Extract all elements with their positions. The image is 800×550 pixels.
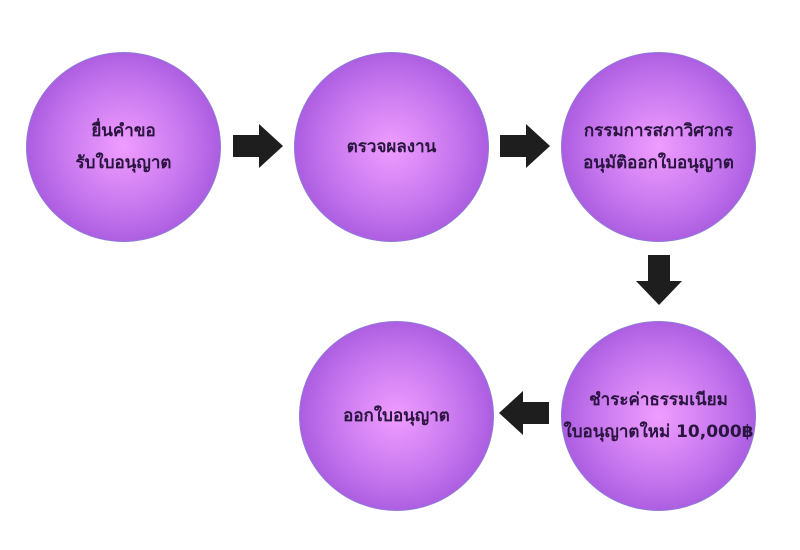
arrow-right-icon bbox=[500, 124, 550, 168]
step-committee-approve-line-2: อนุมัติออกใบอนุญาต bbox=[583, 153, 734, 173]
step-committee-approve: กรรมการสภาวิศวกร อนุมัติออกใบอนุญาต bbox=[561, 52, 756, 242]
step-inspect-work-line-1: ตรวจผลงาน bbox=[346, 137, 437, 157]
step-pay-fee-line-1: ชำระค่าธรรมเนียม bbox=[589, 390, 728, 410]
step-inspect-work: ตรวจผลงาน bbox=[294, 52, 489, 242]
step-pay-fee-line-2: ใบอนุญาตใหม่ 10,000฿ bbox=[563, 422, 754, 442]
arrow-right-icon bbox=[233, 124, 283, 168]
step-request-license-line-2: รับใบอนุญาต bbox=[75, 153, 172, 173]
step-committee-approve-line-1: กรรมการสภาวิศวกร bbox=[583, 121, 734, 141]
step-issue-license-line-1: ออกใบอนุญาต bbox=[343, 406, 450, 426]
step-request-license: ยื่นคำขอ รับใบอนุญาต bbox=[26, 52, 221, 242]
step-request-license-line-1: ยื่นคำขอ bbox=[91, 121, 156, 141]
arrow-down-icon bbox=[636, 255, 682, 305]
arrow-left-icon bbox=[499, 391, 549, 435]
step-issue-license: ออกใบอนุญาต bbox=[299, 321, 494, 511]
step-pay-fee: ชำระค่าธรรมเนียม ใบอนุญาตใหม่ 10,000฿ bbox=[561, 321, 756, 511]
